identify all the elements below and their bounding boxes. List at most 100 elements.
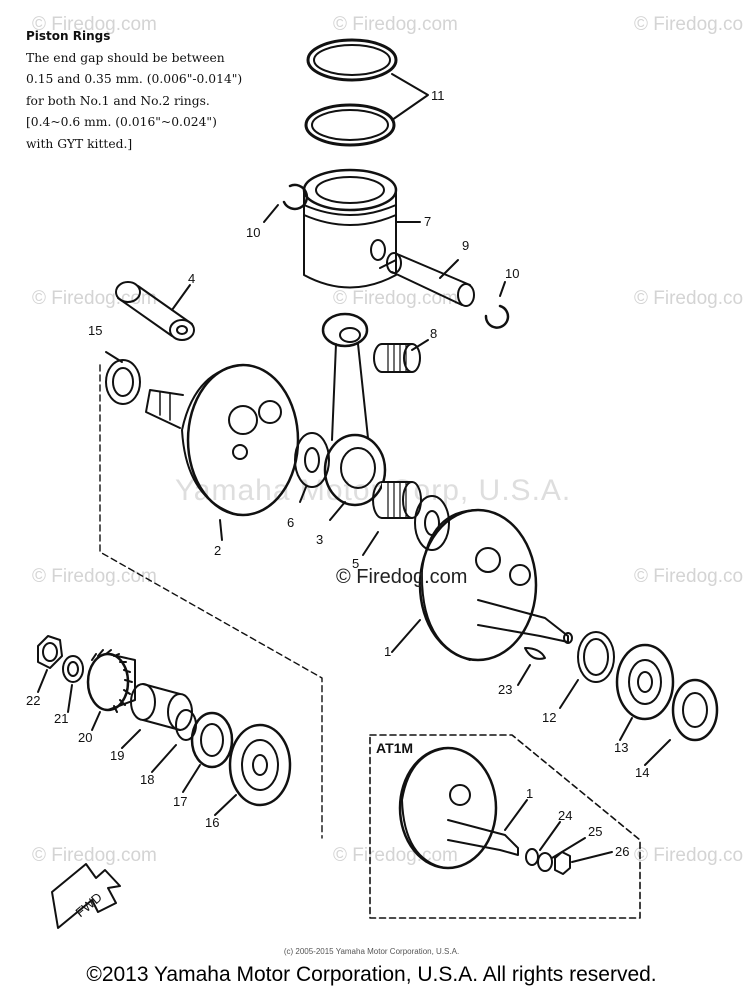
leader-15 bbox=[105, 351, 123, 363]
watermark: © Firedog.com bbox=[634, 14, 743, 35]
leader-19 bbox=[121, 729, 141, 749]
lock-washer bbox=[62, 655, 84, 683]
callout-8: 8 bbox=[430, 326, 437, 341]
leader-22 bbox=[37, 669, 48, 693]
callout-25: 25 bbox=[588, 824, 602, 839]
watermark: © Firedog.com bbox=[32, 14, 157, 35]
leader-10b bbox=[499, 281, 506, 297]
watermark: © Firedog.com bbox=[634, 845, 743, 866]
callout-15: 15 bbox=[88, 323, 102, 338]
note-line: for both No.1 and No.2 rings. bbox=[26, 93, 210, 108]
leader-1 bbox=[391, 619, 421, 653]
small-end-bearing bbox=[373, 343, 421, 373]
at1m-nut-26 bbox=[554, 851, 571, 875]
leader-26 bbox=[571, 851, 613, 863]
callout-21: 21 bbox=[54, 711, 68, 726]
piston-ring-top bbox=[306, 38, 398, 82]
callout-18: 18 bbox=[140, 772, 154, 787]
left-crankshaft bbox=[145, 363, 300, 517]
callout-11: 11 bbox=[431, 88, 445, 103]
piston-rings-note: Piston Rings The end gap should be betwe… bbox=[26, 26, 286, 155]
watermark: © Firedog.com bbox=[32, 566, 157, 587]
assembly-guide-line bbox=[99, 364, 323, 839]
callout-23: 23 bbox=[498, 682, 512, 697]
note-line: The end gap should be between bbox=[26, 50, 225, 65]
at1m-crankshaft bbox=[398, 746, 519, 870]
leader-14 bbox=[644, 739, 671, 766]
woodruff-key bbox=[524, 647, 546, 660]
fwd-arrow bbox=[51, 863, 121, 929]
crank-spacer bbox=[130, 683, 193, 731]
right-crankshaft bbox=[418, 508, 573, 662]
callout-10: 10 bbox=[505, 266, 519, 281]
leader-12 bbox=[559, 679, 579, 709]
note-line: [0.4~0.6 mm. (0.016"~0.024") bbox=[26, 115, 217, 129]
callout-16: 16 bbox=[205, 815, 219, 830]
thrust-washer-left bbox=[294, 432, 330, 488]
big-end-bearing bbox=[372, 481, 422, 519]
callout-19: 19 bbox=[110, 748, 124, 763]
crank-oil-seal bbox=[577, 631, 615, 683]
callout-13: 13 bbox=[614, 740, 628, 755]
at1m-washer-25 bbox=[537, 852, 553, 872]
left-main-bearing bbox=[228, 723, 292, 807]
copyright-footer: ©2013 Yamaha Motor Corporation, U.S.A. A… bbox=[86, 963, 657, 986]
note-line: 0.15 and 0.35 mm. (0.006"-0.014") bbox=[26, 72, 243, 86]
callout-1: 1 bbox=[526, 786, 533, 801]
callout-26: 26 bbox=[615, 844, 629, 859]
callout-12: 12 bbox=[542, 710, 556, 725]
leader-5 bbox=[362, 531, 379, 556]
callout-20: 20 bbox=[78, 730, 92, 745]
leader-18 bbox=[151, 744, 177, 773]
callout-3: 3 bbox=[316, 532, 323, 547]
circlip-left bbox=[282, 183, 309, 211]
callout-6: 6 bbox=[287, 515, 294, 530]
callout-22: 22 bbox=[26, 693, 40, 708]
leader-6a bbox=[299, 486, 307, 503]
callout-24: 24 bbox=[558, 808, 572, 823]
leader-9 bbox=[439, 259, 459, 279]
note-title: Piston Rings bbox=[26, 29, 111, 43]
watermark: © Firedog.com bbox=[634, 566, 743, 587]
watermark: © Firedog.com bbox=[32, 845, 157, 866]
leader-8 bbox=[411, 339, 429, 351]
leader-3 bbox=[329, 501, 346, 521]
crank-nut bbox=[37, 635, 63, 669]
piston-pin bbox=[386, 252, 475, 307]
callout-10: 10 bbox=[246, 225, 260, 240]
callout-9: 9 bbox=[462, 238, 469, 253]
leader-10a bbox=[263, 204, 279, 223]
note-line: with GYT kitted.] bbox=[26, 136, 133, 151]
small-copyright: (c) 2005-2015 Yamaha Motor Corporation, … bbox=[283, 947, 460, 956]
crank-main-bearing bbox=[615, 643, 675, 721]
left-oil-seal bbox=[190, 711, 234, 769]
at1m-variant-box bbox=[369, 734, 641, 919]
leader-17 bbox=[182, 764, 201, 793]
primary-drive-gear bbox=[86, 649, 136, 713]
callout-1: 1 bbox=[384, 644, 391, 659]
leader-20 bbox=[91, 711, 101, 731]
circlip-right bbox=[484, 304, 510, 329]
watermark: © Firedog.com bbox=[333, 14, 458, 35]
callout-17: 17 bbox=[173, 794, 187, 809]
at1m-washer-24 bbox=[525, 848, 539, 866]
crank-end-seal bbox=[671, 678, 719, 742]
leader-2 bbox=[219, 519, 223, 541]
at1m-label: AT1M bbox=[376, 740, 413, 756]
watermark-center: © Firedog.com bbox=[336, 566, 468, 588]
leader-13 bbox=[619, 717, 633, 741]
callout-4: 4 bbox=[188, 271, 195, 286]
watermark: © Firedog.com bbox=[634, 288, 743, 309]
callout-7: 7 bbox=[424, 214, 431, 229]
fwd-label: FWD bbox=[73, 890, 105, 921]
leader-11 bbox=[391, 73, 429, 121]
leader-1b bbox=[504, 799, 528, 831]
connecting-rod bbox=[321, 312, 387, 507]
leader-16 bbox=[214, 794, 237, 816]
crank-washer bbox=[105, 359, 141, 405]
leader-24 bbox=[539, 821, 561, 851]
callout-2: 2 bbox=[214, 543, 221, 558]
callout-5: 5 bbox=[352, 556, 359, 571]
leader-21 bbox=[67, 684, 73, 713]
